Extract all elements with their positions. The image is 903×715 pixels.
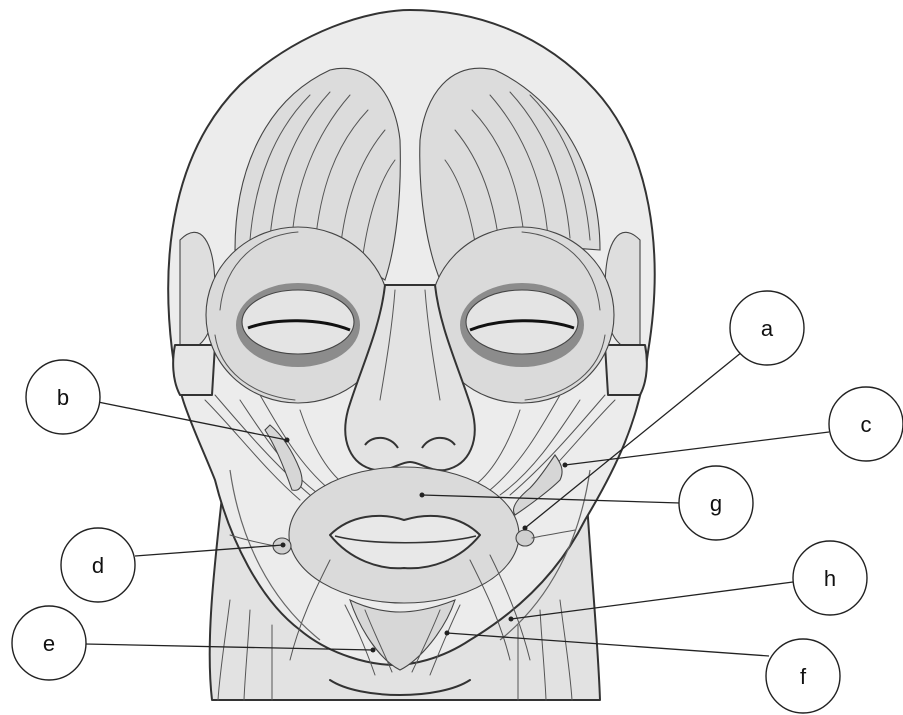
callout-c: c <box>829 387 903 461</box>
label-h: h <box>824 566 836 591</box>
callout-f: f <box>766 639 840 713</box>
label-c: c <box>861 412 872 437</box>
label-e: e <box>43 631 55 656</box>
callout-g: g <box>679 466 753 540</box>
label-a: a <box>761 316 774 341</box>
ear-right <box>605 345 647 395</box>
callout-a: a <box>730 291 804 365</box>
label-f: f <box>800 664 807 689</box>
callout-e: e <box>12 606 86 680</box>
modiolus-right <box>516 530 534 546</box>
head-illustration <box>168 10 654 700</box>
label-b: b <box>57 385 69 410</box>
callout-h: h <box>793 541 867 615</box>
ear-left <box>173 345 215 395</box>
callout-d: d <box>61 528 135 602</box>
label-g: g <box>710 491 722 516</box>
label-d: d <box>92 553 104 578</box>
callout-b: b <box>26 360 100 434</box>
